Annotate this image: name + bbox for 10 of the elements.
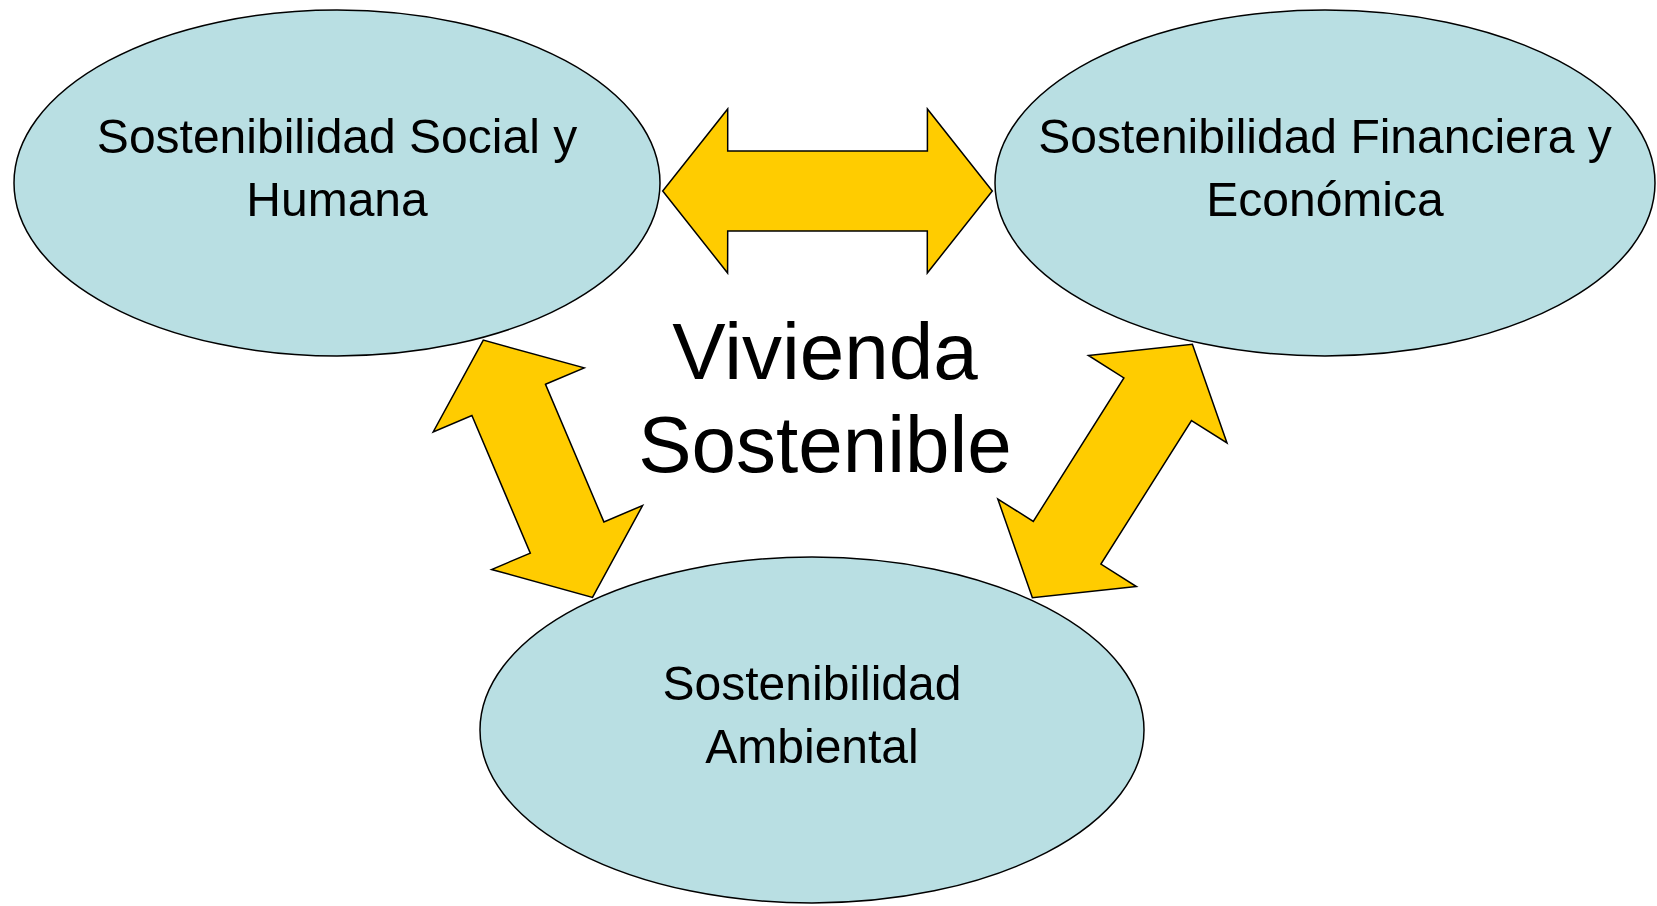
node-label: Sostenibilidad Financiera y Económica <box>1037 109 1613 228</box>
double-block-arrow <box>661 106 994 276</box>
node-label: Sostenibilidad Ambiental <box>661 656 963 775</box>
ellipse-node <box>479 556 1145 904</box>
center-title: Vivienda Sostenible <box>637 306 1013 491</box>
double-block-arrow <box>996 343 1229 599</box>
double-block-arrow <box>431 339 645 599</box>
node-label: Sostenibilidad Social y Humana <box>95 109 579 228</box>
ellipse-node <box>994 9 1656 357</box>
ellipse-node <box>13 9 661 357</box>
